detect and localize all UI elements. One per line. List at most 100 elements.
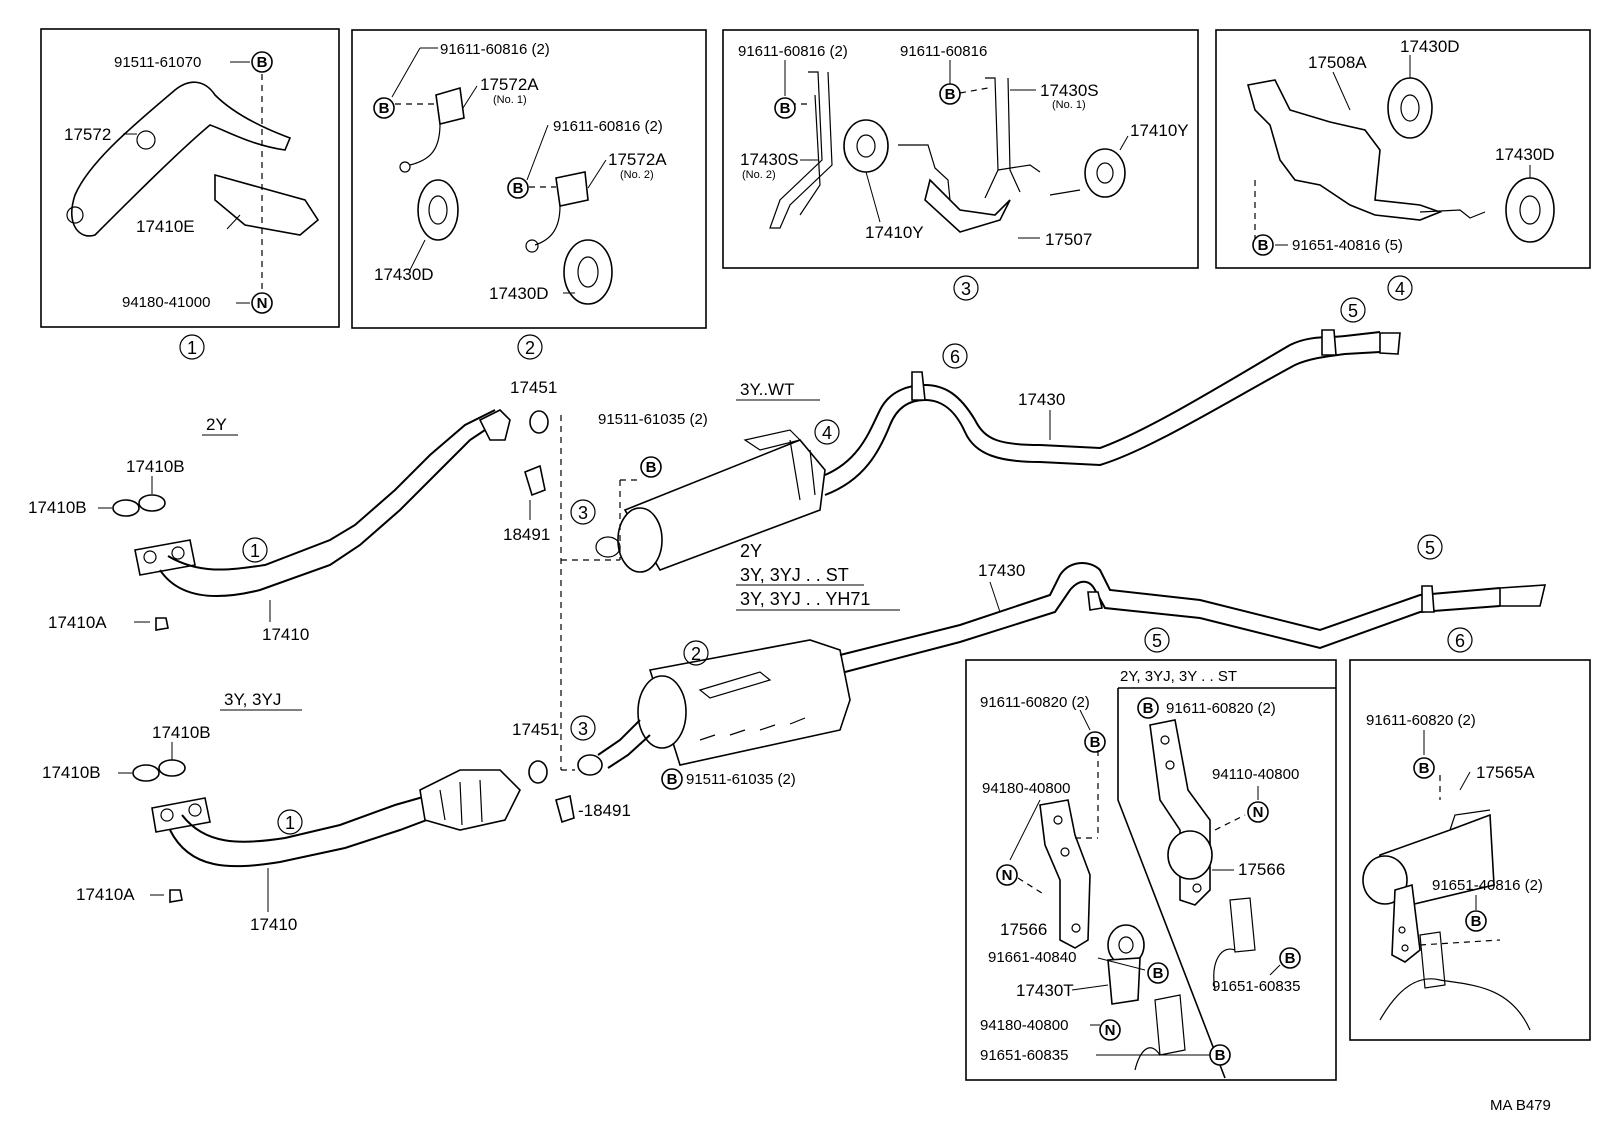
callout-1-bottom: 1 bbox=[285, 813, 295, 833]
hanger-17572a-no2 bbox=[555, 171, 589, 207]
hanger-ref6-bottom bbox=[1087, 591, 1103, 611]
svg-text:N: N bbox=[1253, 804, 1264, 821]
label-17410a-bottom: 17410A bbox=[76, 885, 135, 904]
hanger-ref6 bbox=[1391, 883, 1421, 963]
bolt-symbol: B bbox=[1209, 1044, 1231, 1066]
variant-label-3ywt: 3Y..WT bbox=[740, 380, 794, 399]
exhaust-3y3yj: 3Y, 3YJ 17410B 17410B 1 17410 17410A 174… bbox=[42, 690, 631, 934]
variant-label-2y: 2Y bbox=[206, 415, 227, 434]
callout-2-bottom: 2 bbox=[691, 644, 701, 664]
label-17430d-b: 17430D bbox=[489, 284, 549, 303]
label-17430s-1: 17430S bbox=[1040, 81, 1099, 100]
bolt-symbol: B bbox=[939, 83, 961, 105]
label-91511-61035-bottom: 91511-61035 (2) bbox=[686, 771, 796, 788]
gasket-17410b-bottom bbox=[158, 759, 186, 777]
label-94110-40800: 94110-40800 bbox=[1212, 766, 1299, 783]
bolt-symbol: B bbox=[1465, 910, 1487, 932]
inset-box-5: 5 2Y, 3YJ, 3Y . . ST 91611-60820 (2) B B… bbox=[965, 627, 1337, 1081]
callout-3-top: 3 bbox=[578, 503, 588, 523]
bracket-17410e bbox=[214, 173, 320, 236]
gasket-17451-top bbox=[529, 410, 549, 434]
svg-text:B: B bbox=[1285, 950, 1296, 967]
label-17410-top: 17410 bbox=[262, 625, 309, 644]
svg-text:B: B bbox=[646, 459, 657, 476]
label-91651-60835-inner: 91651-60835 bbox=[1212, 978, 1300, 995]
label-17410e: 17410E bbox=[136, 217, 195, 236]
ring-17410y-b bbox=[1084, 148, 1126, 198]
catalytic-converter bbox=[419, 769, 521, 831]
svg-text:(No. 2): (No. 2) bbox=[742, 169, 776, 181]
label-17451-bottom: 17451 bbox=[512, 720, 559, 739]
bracket-17508a bbox=[1246, 79, 1443, 221]
label-17430t: 17430T bbox=[1016, 981, 1074, 1000]
label-17410b-c: 17410B bbox=[152, 723, 211, 742]
gasket-17410b bbox=[138, 494, 166, 512]
label-91661-40840: 91661-40840 bbox=[988, 949, 1076, 966]
flange-2y bbox=[478, 409, 511, 441]
support-17507 bbox=[924, 178, 1011, 233]
inset-box-3: 91611-60816 (2) 91611-60816 17430S (No. … bbox=[722, 29, 1199, 269]
svg-text:B: B bbox=[780, 100, 791, 117]
flange-front-bottom bbox=[151, 797, 211, 833]
nut-symbol: N bbox=[1247, 801, 1269, 823]
callout-4-top: 4 bbox=[822, 423, 832, 443]
label-17507: 17507 bbox=[1045, 230, 1092, 249]
svg-text:B: B bbox=[379, 100, 390, 117]
label-17566-outer: 17566 bbox=[1000, 920, 1047, 939]
label-17430d-a: 17430D bbox=[374, 265, 434, 284]
label-17430-bottom: 17430 bbox=[978, 561, 1025, 580]
svg-text:4: 4 bbox=[1395, 279, 1405, 299]
clamp-18491 bbox=[524, 464, 546, 497]
variant-list: 2Y 3Y, 3YJ . . ST 3Y, 3YJ . . YH71 bbox=[736, 541, 900, 611]
callout-5-box: 5 bbox=[1152, 631, 1162, 651]
svg-text:(No. 1): (No. 1) bbox=[493, 94, 527, 106]
ring-17430d-d bbox=[1505, 177, 1555, 243]
inset-frame-6 bbox=[1349, 659, 1591, 1041]
svg-text:B: B bbox=[1258, 237, 1269, 254]
svg-text:3: 3 bbox=[961, 279, 971, 299]
label-91611-60820-b6: 91611-60820 (2) bbox=[1366, 712, 1476, 729]
label-94180-41000: 94180-41000 bbox=[122, 294, 210, 311]
ring-17430d-lower bbox=[563, 239, 613, 305]
svg-text:2: 2 bbox=[525, 338, 535, 358]
label-94180-40800-outer: 94180-40800 bbox=[982, 780, 1070, 797]
label-17566-inner: 17566 bbox=[1238, 860, 1285, 879]
svg-text:B: B bbox=[1215, 1047, 1226, 1064]
variant-list-line-1: 2Y bbox=[740, 541, 762, 561]
inset-frame-3 bbox=[722, 29, 1199, 269]
inset-box-1: 91511-61070 17572 17410E 94180-41000 B N bbox=[40, 28, 340, 328]
label-91611-60820-inner: 91611-60820 (2) bbox=[1166, 700, 1276, 717]
nut-symbol: N bbox=[996, 864, 1018, 886]
label-91611-60816-d: 91611-60816 bbox=[900, 43, 987, 60]
svg-text:1: 1 bbox=[187, 338, 197, 358]
label-17430-top: 17430 bbox=[1018, 390, 1065, 409]
callout-5-bottom: 5 bbox=[1425, 538, 1435, 558]
label-17572a-1: 17572A bbox=[480, 75, 539, 94]
tailpipe-end-top bbox=[1379, 332, 1401, 355]
label-91611-60816-b: 91611-60816 (2) bbox=[553, 118, 663, 135]
svg-text:B: B bbox=[667, 771, 678, 788]
clamp-18491-bottom bbox=[555, 794, 575, 824]
label-91611-60816-a: 91611-60816 (2) bbox=[440, 41, 550, 58]
bolt-symbol: B bbox=[661, 768, 683, 790]
label-18491-bottom: -18491 bbox=[578, 801, 631, 820]
label-91611-60816-c: 91611-60816 (2) bbox=[738, 43, 848, 60]
bolt-symbol: B bbox=[1137, 697, 1159, 719]
nut-symbol: N bbox=[251, 292, 273, 314]
label-17430s-2: 17430S bbox=[740, 150, 799, 169]
callout-1-top: 1 bbox=[250, 541, 260, 561]
flange-front bbox=[134, 539, 196, 576]
inset-box-4: 17508A 17430D 17430D 91651-40816 (5) B bbox=[1215, 29, 1591, 269]
nut-17410a bbox=[155, 617, 169, 631]
label-17410y-b: 17410Y bbox=[865, 223, 924, 242]
svg-text:B: B bbox=[257, 54, 268, 71]
bolt-symbol: B bbox=[1413, 757, 1435, 779]
svg-text:B: B bbox=[945, 86, 956, 103]
exhaust-2y: 2Y 17410B 17410B 1 17410 17410A 17451 18… bbox=[28, 378, 620, 771]
svg-text:B: B bbox=[1153, 965, 1164, 982]
muffler-body-bottom bbox=[648, 639, 851, 766]
label-17572: 17572 bbox=[64, 125, 111, 144]
box5-title: 2Y, 3YJ, 3Y . . ST bbox=[1120, 668, 1237, 685]
